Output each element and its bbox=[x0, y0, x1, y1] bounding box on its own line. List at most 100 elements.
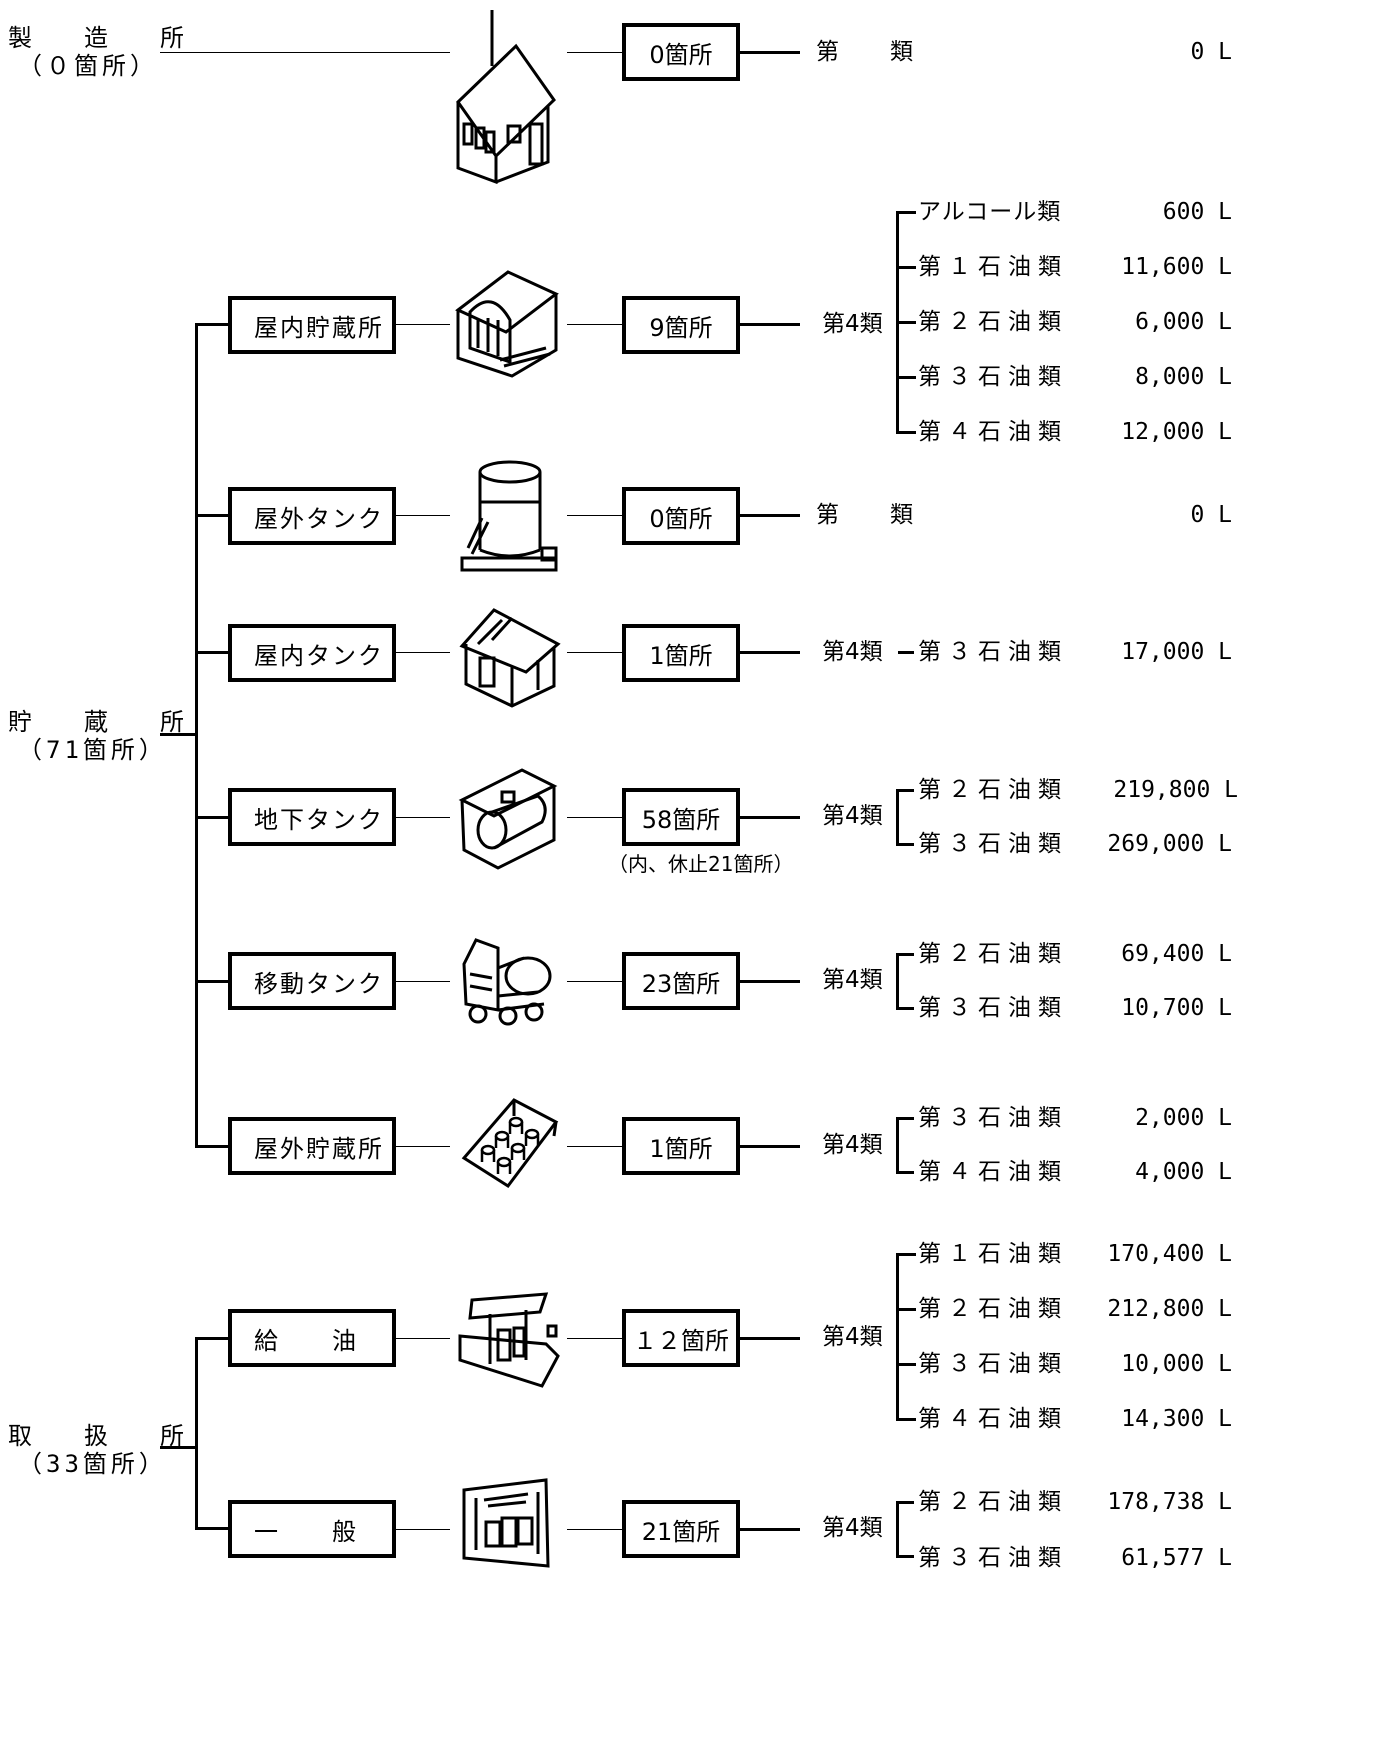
oil-type: 第４石油類 bbox=[918, 1406, 1068, 1432]
count-box-mobile-tank: 23箇所 bbox=[622, 952, 740, 1010]
connector-line bbox=[396, 652, 450, 653]
volume-value: 11,600 L bbox=[1121, 254, 1232, 280]
count-box-underground-tank: 58箇所 bbox=[622, 788, 740, 846]
facility-box-underground-tank: 地下タンク bbox=[228, 788, 396, 846]
volume-value: 600 L bbox=[1162, 199, 1232, 225]
connector-line bbox=[396, 1529, 450, 1530]
oil-type: 第３石油類 bbox=[918, 639, 1068, 665]
category-label: 第4類 bbox=[822, 967, 883, 993]
count-box-outdoor-storage: 1箇所 bbox=[622, 1117, 740, 1175]
oil-type: 第３石油類 bbox=[918, 995, 1068, 1021]
oil-type: 第４石油類 bbox=[918, 1159, 1068, 1185]
bracket-tick bbox=[896, 211, 916, 214]
bracket-tick bbox=[896, 1501, 914, 1504]
group-count: （71箇所） bbox=[18, 736, 167, 764]
connector-line bbox=[740, 980, 800, 983]
outdoor-tank-icon bbox=[460, 460, 558, 572]
connector-line bbox=[740, 323, 800, 326]
category-label: 第4類 bbox=[822, 1132, 883, 1158]
facility-box-mobile-tank: 移動タンク bbox=[228, 952, 396, 1010]
group-name: 製 造 所 bbox=[8, 24, 198, 52]
volume-value: 8,000 L bbox=[1135, 364, 1232, 390]
bracket-tick bbox=[896, 1363, 916, 1366]
tank-truck-icon bbox=[462, 938, 552, 1026]
volume-value: 219,800 L bbox=[1113, 777, 1238, 803]
volume-value: 0 L bbox=[1190, 502, 1232, 528]
count-box-manufacturing: 0箇所 bbox=[622, 23, 740, 81]
category-label: 第4類 bbox=[822, 639, 883, 665]
connector-line bbox=[195, 1527, 228, 1530]
group-handling-label: 取 扱 所 （33箇所） bbox=[8, 1422, 198, 1478]
connector-line bbox=[567, 1529, 622, 1530]
connector-line bbox=[740, 514, 800, 517]
connector-line bbox=[195, 651, 228, 654]
oil-type: 第３石油類 bbox=[918, 364, 1068, 390]
volume-value: 269,000 L bbox=[1107, 831, 1232, 857]
bracket-tick bbox=[896, 266, 916, 269]
group-count: （０箇所） bbox=[18, 52, 158, 80]
category-label: 第 類 bbox=[816, 502, 927, 528]
oil-type: 第３石油類 bbox=[918, 1545, 1068, 1571]
connector-line bbox=[160, 1446, 197, 1449]
facility-box-indoor-storage: 屋内貯蔵所 bbox=[228, 296, 396, 354]
connector-line bbox=[740, 1145, 800, 1148]
oil-type: 第２石油類 bbox=[918, 309, 1068, 335]
connector-line bbox=[160, 733, 197, 736]
connector-line bbox=[567, 1338, 622, 1339]
facility-box-refueling: 給 油 bbox=[228, 1309, 396, 1367]
volume-value: 6,000 L bbox=[1135, 309, 1232, 335]
facility-box-general: 一 般 bbox=[228, 1500, 396, 1558]
drum-yard-icon bbox=[461, 1098, 559, 1189]
category-label: 第4類 bbox=[822, 1324, 883, 1350]
connector-line bbox=[396, 981, 450, 982]
category-label: 第4類 bbox=[822, 311, 883, 337]
count-box-refueling: １２箇所 bbox=[622, 1309, 740, 1367]
oil-type: 第３石油類 bbox=[918, 1105, 1068, 1131]
warehouse-icon bbox=[455, 270, 559, 378]
volume-value: 17,000 L bbox=[1121, 639, 1232, 665]
gas-station-icon bbox=[458, 1292, 560, 1388]
group-storage-label: 貯 蔵 所 （71箇所） bbox=[8, 708, 198, 764]
count-box-indoor-storage: 9箇所 bbox=[622, 296, 740, 354]
oil-type: 第３石油類 bbox=[918, 831, 1068, 857]
underground-tank-icon bbox=[458, 768, 558, 870]
volume-value: 212,800 L bbox=[1107, 1296, 1232, 1322]
bracket-tick bbox=[896, 1117, 914, 1120]
bracket-tick bbox=[896, 376, 916, 379]
count-box-general: 21箇所 bbox=[622, 1500, 740, 1558]
connector-line bbox=[740, 816, 800, 819]
connector-line bbox=[195, 1337, 228, 1340]
connector-line bbox=[195, 323, 228, 326]
bracket-tick bbox=[896, 1418, 916, 1421]
bracket-tick bbox=[896, 1253, 916, 1256]
volume-value: 12,000 L bbox=[1121, 419, 1232, 445]
group-count: （33箇所） bbox=[18, 1450, 167, 1478]
connector-line bbox=[396, 1338, 450, 1339]
oil-type: アルコール類 bbox=[918, 199, 1062, 225]
tree-trunk bbox=[195, 324, 198, 1146]
bracket bbox=[896, 1502, 899, 1557]
volume-value: 10,000 L bbox=[1121, 1351, 1232, 1377]
count-box-indoor-tank: 1箇所 bbox=[622, 624, 740, 682]
volume-value: 4,000 L bbox=[1135, 1159, 1232, 1185]
connector-line bbox=[195, 1145, 228, 1148]
connector-line bbox=[195, 816, 228, 819]
connector-line bbox=[195, 980, 228, 983]
volume-value: 170,400 L bbox=[1107, 1241, 1232, 1267]
volume-value: 10,700 L bbox=[1121, 995, 1232, 1021]
volume-value: 178,738 L bbox=[1107, 1489, 1232, 1515]
bracket-tick bbox=[896, 843, 914, 846]
connector-line bbox=[567, 981, 622, 982]
suspended-note: （内、休止21箇所） bbox=[608, 852, 794, 876]
connector-line bbox=[396, 1146, 450, 1147]
group-name: 貯 蔵 所 bbox=[8, 708, 198, 736]
connector-line bbox=[567, 52, 622, 53]
connector-line bbox=[740, 1337, 800, 1340]
category-label: 第4類 bbox=[822, 803, 883, 829]
category-label: 第4類 bbox=[822, 1515, 883, 1541]
general-handling-icon bbox=[462, 1478, 550, 1568]
bracket bbox=[896, 790, 899, 845]
volume-value: 61,577 L bbox=[1121, 1545, 1232, 1571]
bracket-tick bbox=[896, 789, 914, 792]
category-label: 第 類 bbox=[816, 39, 927, 65]
